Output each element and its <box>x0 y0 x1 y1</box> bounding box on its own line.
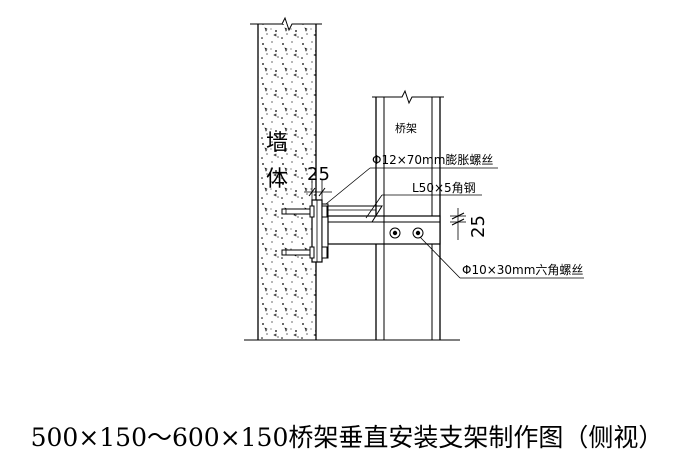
anchor-bolt-label: Φ12×70mm膨胀螺丝 <box>372 153 493 167</box>
hex-bolt-1 <box>389 227 401 239</box>
leader-anchor-bolt: Φ12×70mm膨胀螺丝 <box>325 153 498 205</box>
dimension-right-label: 25 <box>468 215 489 238</box>
dimension-top-label: 25 <box>307 164 330 185</box>
leader-angle-steel: L50×5角钢 <box>365 181 482 219</box>
anchor-bolt-bottom <box>281 246 328 259</box>
anchor-bolt-top <box>281 205 328 218</box>
wall: 墙 体 <box>244 16 460 341</box>
wall-plate <box>311 199 329 263</box>
dimension-top: 25 <box>304 164 332 200</box>
hex-bolt-2 <box>412 227 424 239</box>
hex-bolt-label: Φ10×30mm六角螺丝 <box>462 263 583 277</box>
bracket-diagram: 墙 体 桥架 <box>244 16 584 341</box>
wall-label-1: 墙 <box>266 131 288 156</box>
tray-label: 桥架 <box>395 122 417 135</box>
leader-hex-bolt: Φ10×30mm六角螺丝 <box>419 236 584 279</box>
dimension-right: 25 <box>450 208 489 240</box>
wall-label-2: 体 <box>266 167 288 192</box>
angle-steel-label: L50×5角钢 <box>412 181 476 195</box>
diagram-caption: 500×150～600×150桥架垂直安装支架制作图（侧视） <box>30 423 664 452</box>
